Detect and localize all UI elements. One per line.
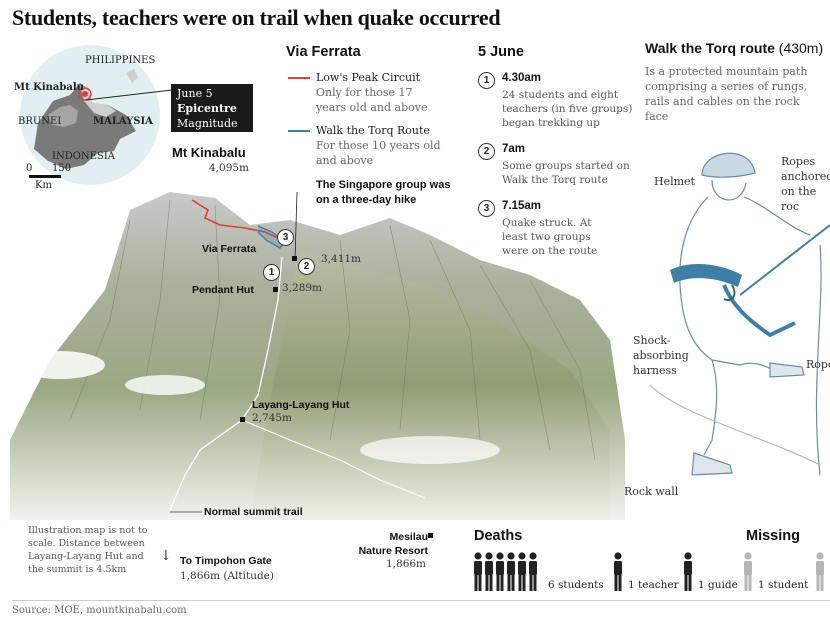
map-label-mt-kinabalu: Mt Kinabalu xyxy=(14,82,84,93)
torq-desc: Is a protected mountain path comprising … xyxy=(645,65,808,123)
mountain-marker-1: 1 xyxy=(263,264,280,281)
hut-alt: 3,411m xyxy=(321,253,362,265)
mountain-illustration xyxy=(10,191,625,520)
missing-students-label: 1 student xyxy=(758,579,809,591)
timeline-time-1: 4.30am xyxy=(502,72,542,84)
torq-title: Walk the Torq route xyxy=(645,40,775,56)
mountain-marker-3: 3 xyxy=(277,229,294,246)
mesilau-line-2: Nature Resort xyxy=(358,545,428,557)
student-death-figure xyxy=(485,552,493,591)
legend-route-blue-desc: For those 10 years old and above xyxy=(316,139,441,167)
torq-title-line: Walk the Torq route (430m) xyxy=(645,40,830,56)
label-ropes: Ropes xyxy=(781,155,816,168)
summit-name: Mt Kinabalu xyxy=(172,145,246,160)
torq-length: (430m) xyxy=(778,40,824,56)
student-death-figure xyxy=(518,552,526,591)
down-arrow-icon: ↓ xyxy=(160,548,172,564)
label-on-the-rock: on the roc xyxy=(781,185,817,213)
mesilau-alt: 1,866m xyxy=(386,558,427,570)
timeline-num-3: 3 xyxy=(478,200,495,217)
guide-death-figure xyxy=(684,552,692,591)
via-ferrata-label: Via Ferrata xyxy=(202,243,257,255)
label-rock-wall: Rock wall xyxy=(624,485,679,498)
timpohon-alt: 1,866m (Altitude) xyxy=(180,570,274,582)
normal-trail-leader xyxy=(170,511,202,513)
normal-trail-label: Normal summit trail xyxy=(204,506,303,518)
legend-title: Via Ferrata xyxy=(286,44,361,60)
deaths-title: Deaths xyxy=(474,528,523,544)
mesilau-line-1: Mesilau xyxy=(389,531,428,543)
pendant-alt: 3,289m xyxy=(282,282,323,294)
timeline-num-2: 2 xyxy=(478,143,495,160)
layang-alt: 2,745m xyxy=(252,412,293,424)
quake-box: June 5 Epicentre Magnitude 6 xyxy=(171,84,253,145)
legend-route-blue-name: Walk the Torq Route xyxy=(316,124,430,137)
footer-divider xyxy=(12,600,830,601)
mesilau-label: Mesilau Nature Resort xyxy=(350,530,428,558)
map-scale-distance: 150 xyxy=(52,163,72,174)
label-harness-1: Shock- xyxy=(633,334,671,347)
source-note: Source: MOE, mountkinabalu.com xyxy=(12,605,187,616)
deaths-guides-label: 1 guide xyxy=(698,579,738,591)
torq-header: Walk the Torq route (430m) Is a protecte… xyxy=(645,40,830,130)
map-label-indonesia: INDONESIA xyxy=(52,151,115,162)
student-death-figure xyxy=(529,552,537,591)
quake-magnitude: Magnitude 6 xyxy=(177,117,238,145)
label-ropes-anchored: Ropes anchored on the roc xyxy=(781,154,830,214)
map-scale-bar xyxy=(29,175,61,178)
inset-map xyxy=(18,43,163,188)
timeline-num-1: 1 xyxy=(478,72,495,89)
map-scale-zero: 0 xyxy=(26,163,33,174)
label-anchored: anchored xyxy=(781,170,830,183)
map-scale-unit: Km xyxy=(35,180,52,191)
legend-route-red-name: Low's Peak Circuit xyxy=(316,71,421,84)
timeline-title: 5 June xyxy=(478,44,524,60)
pendant-hut-label: Pendant Hut xyxy=(192,284,254,296)
hut-marker xyxy=(292,256,297,261)
timeline-time-2: 7am xyxy=(502,143,526,155)
map-label-philippines: PHILIPPINES xyxy=(85,55,156,66)
student-death-figure xyxy=(474,552,482,591)
pendant-hut-marker xyxy=(273,287,278,292)
timeline-desc-1: 24 students and eight teachers (in five … xyxy=(502,89,633,129)
mountain-marker-2: 2 xyxy=(298,258,315,275)
timeline-desc-3: Quake struck. At least two groups were o… xyxy=(502,217,598,257)
legend-route-blue-line xyxy=(288,130,310,132)
label-rope: Rope xyxy=(806,358,830,371)
missing-student-figure xyxy=(816,552,824,591)
quake-date: June 5 xyxy=(177,87,213,100)
summit-alt: 4,095m xyxy=(209,162,250,174)
epicentre-pointer xyxy=(85,89,173,101)
legend-route-red-line xyxy=(288,77,310,79)
singapore-note: The Singapore group was on a three-day h… xyxy=(316,179,451,206)
teacher-death-figure xyxy=(614,552,622,591)
timpohon-label: To Timpohon Gate xyxy=(180,555,272,567)
label-harness: Shock- absorbing harness xyxy=(633,333,689,378)
headline: Students, teachers were on trail when qu… xyxy=(12,5,501,30)
quake-epicentre: Epicentre xyxy=(177,102,237,115)
timeline-time-3: 7.15am xyxy=(502,200,542,212)
legend-route-red: Low's Peak Circuit Only for those 17 yea… xyxy=(316,70,446,115)
not-to-scale-note: Illustration map is not to scale. Distan… xyxy=(28,525,148,575)
layang-hut-label: Layang-Layang Hut xyxy=(252,399,350,411)
casualty-figures xyxy=(474,552,824,591)
layang-hut-marker xyxy=(240,417,245,422)
inset-map-graphic xyxy=(20,45,160,185)
mesilau-marker xyxy=(428,533,433,538)
map-label-malaysia: MALAYSIA xyxy=(93,116,153,127)
student-death-figure xyxy=(507,552,515,591)
deaths-teachers-label: 1 teacher xyxy=(628,579,679,591)
label-harness-2: absorbing xyxy=(633,349,689,362)
student-death-figure xyxy=(496,552,504,591)
climber-illustration xyxy=(649,152,830,476)
missing-placeholder-figure xyxy=(744,552,752,591)
label-harness-3: harness xyxy=(633,364,677,377)
deaths-students-label: 6 students xyxy=(548,579,604,591)
legend-route-blue: Walk the Torq Route For those 10 years o… xyxy=(316,123,441,168)
timeline-desc-2: Some groups started on Walk the Torq rou… xyxy=(502,160,630,186)
map-label-brunei: BRUNEI xyxy=(18,116,62,127)
missing-title: Missing xyxy=(746,528,800,544)
legend-route-red-desc: Only for those 17 years old and above xyxy=(316,86,428,114)
label-helmet: Helmet xyxy=(654,175,695,188)
